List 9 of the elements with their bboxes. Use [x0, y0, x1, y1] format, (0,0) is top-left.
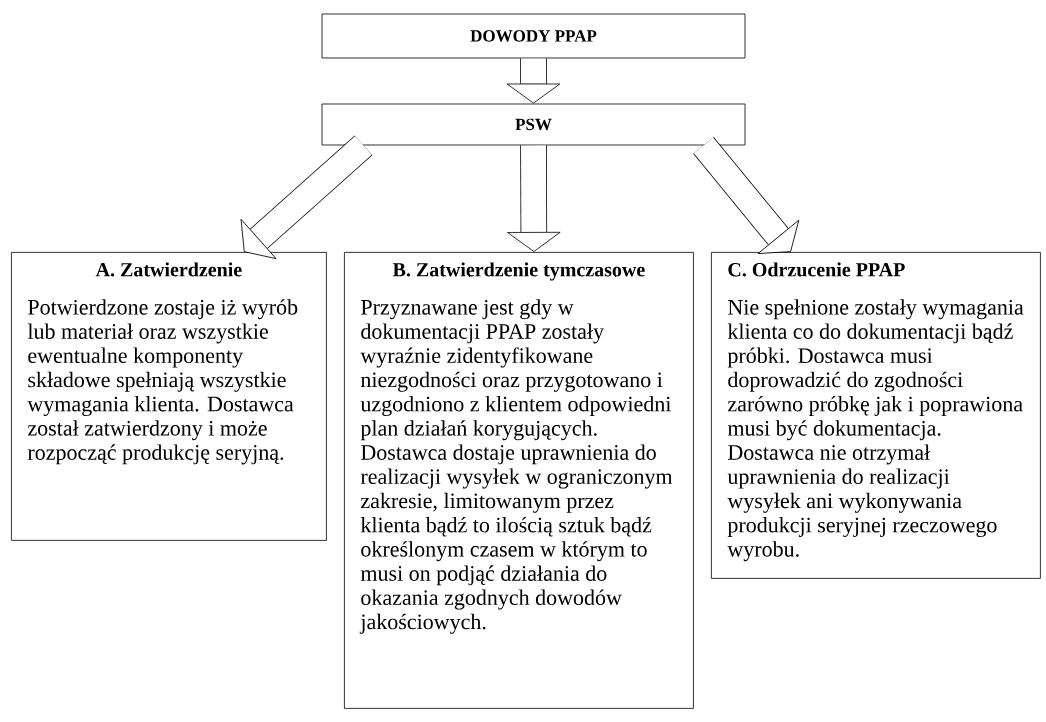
block-arrow — [506, 58, 561, 104]
block-arrow — [240, 135, 373, 259]
title-box: DOWODY PPAP — [321, 13, 746, 59]
decision-box: B. Zatwierdzenie tymczasowe Przyznawane jest gdy w dokumentacji PPAP zostały wyraźnie zidentyfikowane niezgodności oraz przygotowano i uzgodniono z klientem odpowiedni plan działań korygujących. Dostawca dostaje uprawnienia do realizacji wysyłek w ograniczonym zakresie, limitowanym przez klienta bądź to ilością sztuk bądź określonym czasem w którym to musi on podjąć działania do okazania zgodnych dowodów jakościowych. — [344, 252, 694, 709]
decision-box: C. Odrzucenie PPAP Nie spełnione zostały wymagania klienta co do dokumentacji bądź próbki. Dostawca musi doprowadzić do zgodności zarówno próbkę jak i poprawiona musi być dokumentacja. Dostawca nie otrzymał uprawnienia do realizacji wysyłek ani wykonywania produkcji seryjnej rzeczowego wyrobu. — [711, 252, 1041, 579]
decision-box: A. Zatwierdzenie Potwierdzone zostaje iż wyrób lub materiał oraz wszystkie ewentualne komponenty składowe spełniają wszystkie wymagania klienta. Dostawca został zatwierdzony i może rozpocząć produkcję seryjną. — [11, 252, 327, 541]
block-arrow — [693, 136, 800, 254]
block-arrow — [507, 145, 561, 252]
title-box: PSW — [321, 103, 746, 146]
